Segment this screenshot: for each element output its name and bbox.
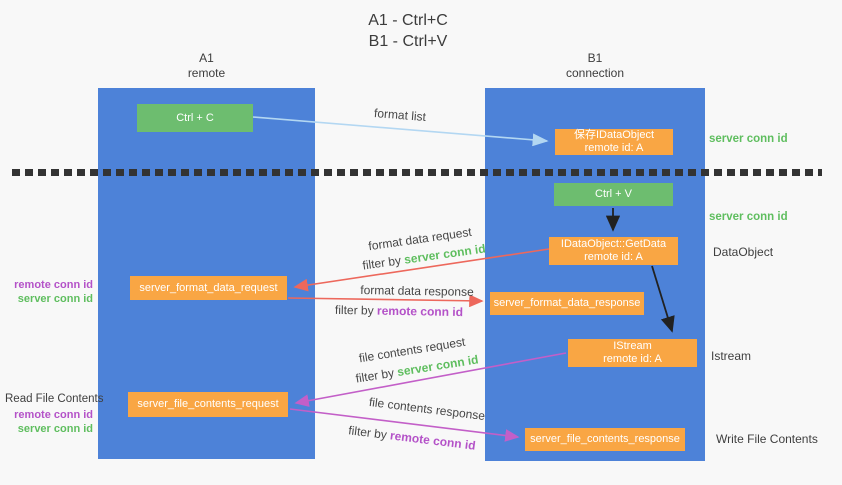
lane-b1-name: B1 <box>587 51 603 65</box>
label-istream: Istream <box>711 349 752 363</box>
label-server-conn-id-mid-right: server conn id <box>709 211 788 223</box>
filter-by-text: filter by <box>361 252 406 273</box>
label-write-file-contents: Write File Contents <box>716 432 818 446</box>
node-server-file-contents-response-label: server_file_contents_response <box>530 433 680 445</box>
node-istream-line1: IStream <box>613 340 652 352</box>
label-server-conn-id-top-left: server conn id <box>17 293 93 305</box>
label-remote-conn-id-bottom-left: remote conn id <box>14 409 93 421</box>
node-server-file-contents-response: server_file_contents_response <box>525 428 685 451</box>
remote-conn-id-text: remote conn id <box>376 303 464 320</box>
title-line-2: B1 - Ctrl+V <box>368 33 448 50</box>
node-save-idataobject: 保存IDataObject remote id: A <box>555 129 673 155</box>
node-server-file-contents-request: server_file_contents_request <box>128 392 288 417</box>
node-ctrl-c: Ctrl + C <box>137 104 253 132</box>
lane-header-a1: A1 remote <box>98 51 315 81</box>
diagram-title: A1 - Ctrl+C B1 - Ctrl+V <box>368 10 448 52</box>
node-save-idataobject-line1: 保存IDataObject <box>573 129 655 141</box>
edge-label-format-data-response: format data response <box>360 283 474 299</box>
node-server-format-data-response-label: server_format_data_response <box>493 297 641 309</box>
filter-by-text: filter by <box>334 302 378 318</box>
lane-a1-name: A1 <box>199 51 214 65</box>
label-read-file-contents: Read File Contents <box>5 393 104 405</box>
node-idataobject-getdata-line1: IDataObject::GetData <box>560 238 667 250</box>
node-istream-line2: remote id: A <box>603 353 662 365</box>
label-block-format-conn-ids: remote conn id server conn id <box>6 278 93 306</box>
label-remote-conn-id-top-left: remote conn id <box>14 279 93 291</box>
edge-label-file-contents-response-filter: filter by remote conn id <box>348 423 477 452</box>
node-ctrl-v-label: Ctrl + V <box>595 188 632 200</box>
edge-label-file-contents-response: file contents response <box>368 394 486 424</box>
node-save-idataobject-line2: remote id: A <box>584 142 644 154</box>
label-server-conn-id-bottom-left: server conn id <box>17 423 93 435</box>
label-dataobject: DataObject <box>713 245 774 259</box>
node-server-format-data-request-label: server_format_data_request <box>139 281 278 294</box>
lane-header-b1: B1 connection <box>485 51 705 81</box>
node-istream: IStream remote id: A <box>568 339 697 367</box>
label-server-conn-id-top-right: server conn id <box>709 133 788 145</box>
edge-label-format-data-response-filter: filter by remote conn id <box>335 303 463 319</box>
dashed-divider <box>12 169 822 176</box>
edge-label-format-list: format list <box>373 105 427 125</box>
filter-by-text: filter by <box>347 423 392 443</box>
node-server-format-data-response: server_format_data_response <box>490 292 644 315</box>
label-block-file-conn-ids: remote conn id server conn id <box>6 408 93 436</box>
lane-b1-role: connection <box>565 66 625 80</box>
node-ctrl-c-label: Ctrl + C <box>176 111 214 124</box>
filter-by-text: filter by <box>354 365 399 386</box>
node-server-format-data-request: server_format_data_request <box>130 276 287 300</box>
lane-a1-role: remote <box>187 66 226 80</box>
node-server-file-contents-request-label: server_file_contents_request <box>137 398 279 410</box>
node-idataobject-getdata: IDataObject::GetData remote id: A <box>549 237 678 265</box>
title-line-1: A1 - Ctrl+C <box>368 12 448 29</box>
remote-conn-id-text: remote conn id <box>389 428 477 453</box>
node-ctrl-v: Ctrl + V <box>554 183 673 206</box>
node-idataobject-getdata-line2: remote id: A <box>584 251 643 263</box>
